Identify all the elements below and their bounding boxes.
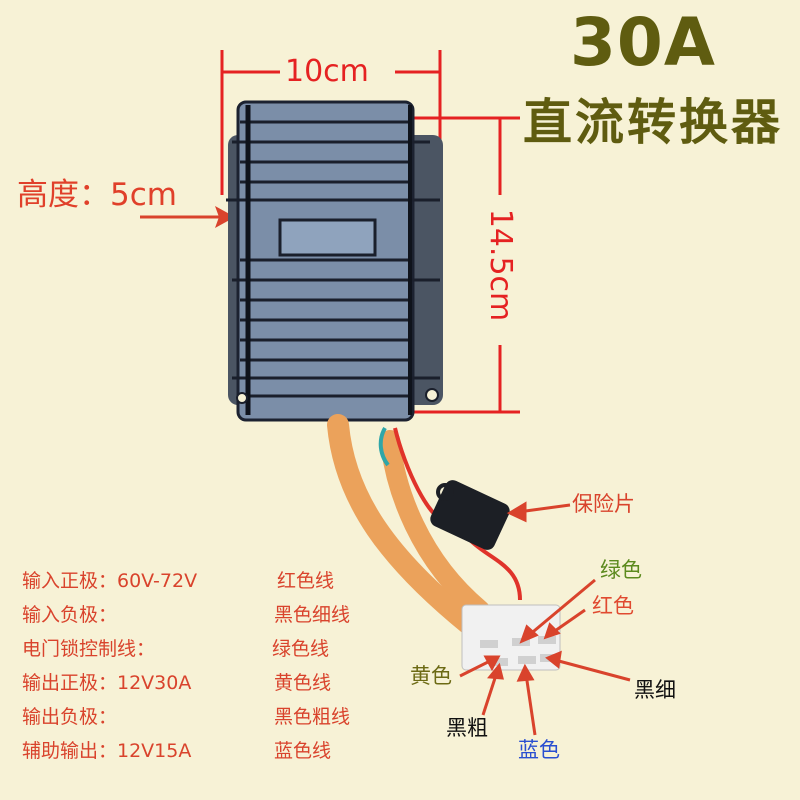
width-dimension: 10cm xyxy=(285,54,369,89)
title-rating: 30A xyxy=(570,4,716,81)
height-dimension: 高度：5cm xyxy=(17,177,177,213)
fuse-holder xyxy=(430,480,510,550)
spec-wire: 红色线 xyxy=(277,570,335,592)
spec-row: 输出正极：12V30A 黄色线 xyxy=(22,672,331,694)
spec-row: 输入正极：60V-72V 红色线 xyxy=(22,570,334,592)
callout-yellow: 黄色 xyxy=(410,664,452,688)
length-dimension: 14.5cm xyxy=(483,208,518,322)
spec-label: 电门锁控制线： xyxy=(22,638,156,660)
spec-wire: 蓝色线 xyxy=(274,740,332,762)
spec-row: 输出负极： 黑色粗线 xyxy=(22,706,350,728)
spec-label: 输出负极： xyxy=(22,706,118,728)
callout-blue: 蓝色 xyxy=(518,738,560,762)
spec-wire: 绿色线 xyxy=(272,638,330,660)
spec-row: 输入负极： 黑色细线 xyxy=(22,604,350,626)
callout-fuse: 保险片 xyxy=(572,492,635,516)
spec-label: 输入正极：60V-72V xyxy=(22,570,198,592)
spec-label: 输出正极：12V30A xyxy=(22,672,192,694)
cables xyxy=(327,414,522,636)
height-arrow xyxy=(140,206,235,228)
title-product: 直流转换器 xyxy=(523,94,784,151)
callout-red: 红色 xyxy=(592,594,634,618)
callout-black-thick: 黑粗 xyxy=(446,716,488,740)
callout-green: 绿色 xyxy=(600,558,642,582)
spec-label: 辅助输出：12V15A xyxy=(22,740,192,762)
converter-body xyxy=(226,100,443,422)
spec-row: 辅助输出：12V15A 蓝色线 xyxy=(22,740,331,762)
spec-wire: 黑色粗线 xyxy=(274,706,351,728)
connector-plug xyxy=(461,604,561,671)
spec-wire: 黄色线 xyxy=(274,672,332,694)
callout-black-thin: 黑细 xyxy=(634,678,676,702)
spec-row: 电门锁控制线： 绿色线 xyxy=(22,638,329,660)
spec-label: 输入负极： xyxy=(22,604,118,626)
callout-arrows xyxy=(459,501,631,736)
spec-wire: 黑色细线 xyxy=(274,604,351,626)
